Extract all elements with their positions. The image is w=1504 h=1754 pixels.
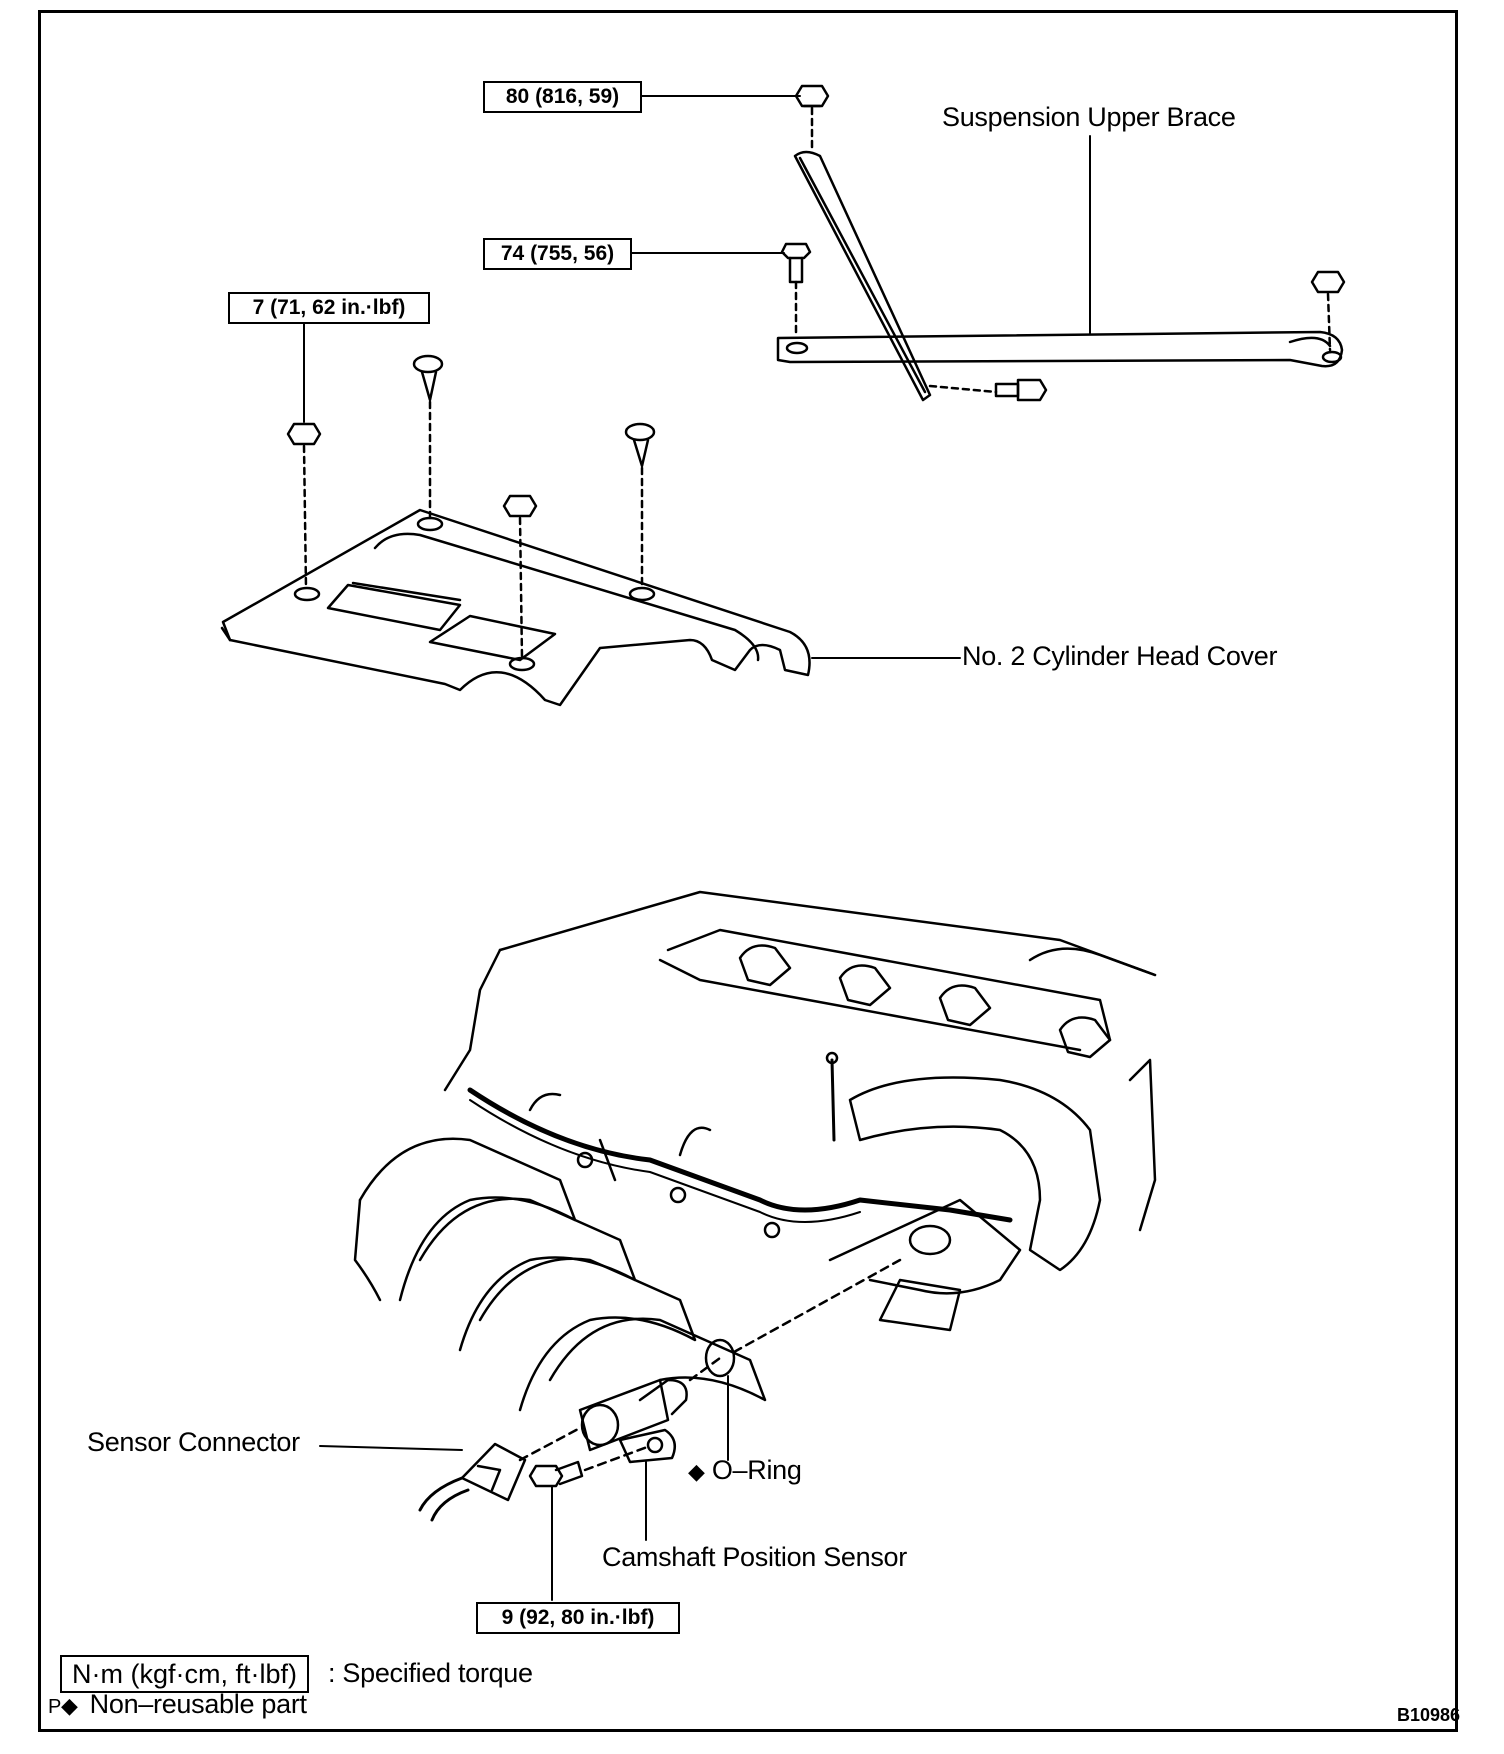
camshaft-position-sensor-label: Camshaft Position Sensor <box>602 1542 907 1572</box>
diamond-icon: ◆ <box>61 1693 78 1718</box>
camshaft-position-sensor <box>578 1378 688 1464</box>
o-ring <box>704 1338 736 1378</box>
sensor-connector-label: Sensor Connector <box>87 1427 300 1457</box>
sensor-connector <box>418 1442 527 1522</box>
sensor-bolt <box>528 1460 584 1488</box>
brace-bolt-torque: 74 (755, 56) <box>483 238 632 270</box>
cover-nut-torque: 7 (71, 62 in.·lbf) <box>228 292 430 324</box>
torque-unit-legend: N·m (kgf·cm, ft·lbf) <box>60 1655 309 1693</box>
suspension-upper-brace <box>776 150 1344 402</box>
corner-letter: P <box>48 1696 62 1718</box>
cover-fasteners <box>286 354 656 660</box>
brace-fasteners <box>780 84 1346 402</box>
engine-assembly <box>353 890 1157 1412</box>
o-ring-label: ◆ O–Ring <box>688 1457 802 1484</box>
cylinder-head-cover <box>220 508 811 707</box>
sensor-bolt-torque: 9 (92, 80 in.·lbf) <box>476 1602 680 1634</box>
figure-code: B10986 <box>1397 1705 1461 1725</box>
diagram-frame <box>38 10 1458 1732</box>
o-ring-text: O–Ring <box>711 1455 802 1485</box>
non-reusable-text: Non–reusable part <box>89 1689 307 1719</box>
torque-legend-desc: : Specified torque <box>328 1658 533 1688</box>
brace-nut-torque: 80 (816, 59) <box>483 81 642 113</box>
non-reusable-legend: P◆ Non–reusable part <box>48 1691 307 1718</box>
leader-lines <box>303 95 1091 1601</box>
alignment-lines <box>518 1258 902 1472</box>
suspension-upper-brace-label: Suspension Upper Brace <box>942 102 1236 132</box>
non-reusable-diamond-icon: ◆ <box>688 1459 705 1484</box>
cylinder-head-cover-label: No. 2 Cylinder Head Cover <box>962 641 1278 671</box>
